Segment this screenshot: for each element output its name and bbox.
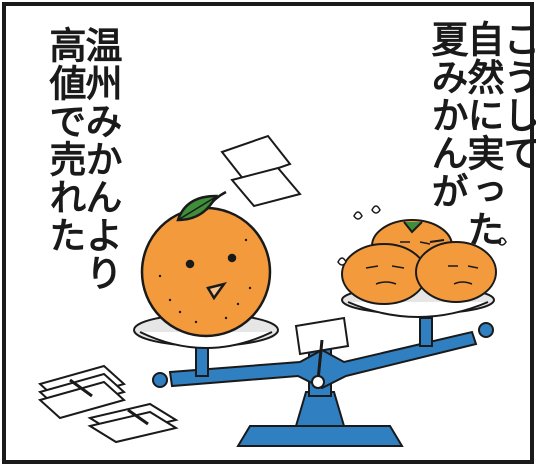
balance-scale — [152, 316, 494, 447]
narration-line-4: 温州みかんより — [79, 26, 122, 292]
narration-line-1: こうして — [497, 20, 536, 172]
sweat-drops — [337, 205, 507, 266]
skin-dots — [158, 238, 252, 324]
natsumikan — [140, 190, 272, 338]
narration-line-5: 高値で売れた — [43, 26, 86, 254]
narration-line-3: 夏みかんが — [425, 20, 468, 210]
floating-banknotes — [220, 134, 302, 208]
unshu-mikan-pile — [341, 219, 497, 305]
money-stacks — [37, 364, 179, 444]
narration-line-2: 自然に実った — [461, 20, 504, 248]
